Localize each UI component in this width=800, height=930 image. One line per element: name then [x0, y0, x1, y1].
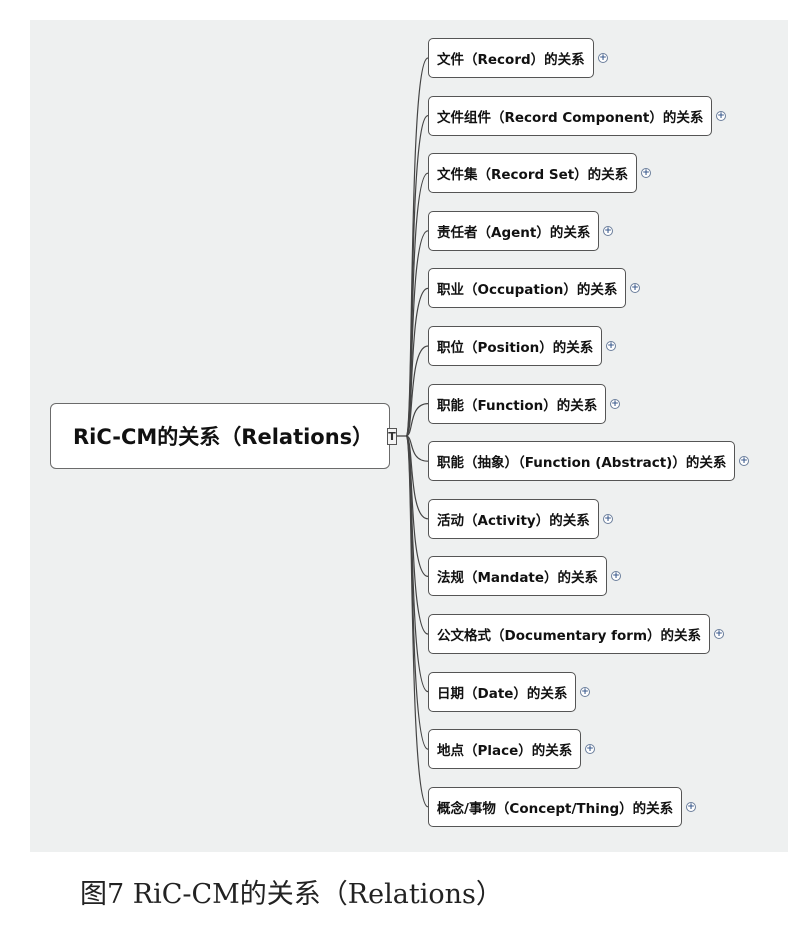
expand-icon[interactable]: +: [603, 513, 613, 524]
branch-node[interactable]: 责任者（Agent）的关系: [428, 210, 600, 251]
expand-icon[interactable]: +: [714, 629, 724, 639]
branch-label: 职位（Position）的关系: [437, 340, 594, 356]
root-node[interactable]: RiC-CM的关系（Relations） T: [50, 403, 397, 469]
expand-icon[interactable]: +: [739, 456, 749, 467]
expand-icon[interactable]: +: [580, 686, 590, 697]
expand-icon[interactable]: +: [598, 53, 608, 63]
branch-label: 法规（Mandate）的关系: [437, 570, 599, 587]
branch-node[interactable]: 文件组件（Record Component）的关系: [428, 95, 713, 136]
branch-label: 责任者（Agent）的关系: [437, 224, 591, 241]
topic-icon[interactable]: T: [387, 427, 397, 445]
branch-node[interactable]: 文件（Record）的关系: [428, 38, 594, 78]
branch-label: 职能（Function）的关系: [437, 397, 598, 414]
expand-icon[interactable]: +: [641, 168, 651, 179]
branch-node[interactable]: 日期（Date）的关系: [428, 671, 577, 712]
expand-icon[interactable]: +: [603, 225, 613, 236]
branch-label: 职业（Occupation）的关系: [437, 282, 618, 299]
branch-label: 公文格式（Documentary form）的关系: [437, 628, 702, 644]
branch-label: 文件集（Record Set）的关系: [437, 167, 629, 184]
branch-label: 活动（Activity）的关系: [437, 512, 590, 529]
branch-node[interactable]: 文件集（Record Set）的关系: [428, 153, 638, 194]
branch-node[interactable]: 概念/事物（Concept/Thing）的关系: [428, 786, 683, 827]
expand-icon[interactable]: +: [686, 801, 696, 812]
branch-node[interactable]: 职能（抽象）（Function (Abstract)）的关系: [428, 441, 736, 482]
branch-label: 地点（Place）的关系: [437, 743, 573, 760]
figure-caption: 图7 RiC-CM的关系（Relations）: [80, 879, 503, 910]
branch-node[interactable]: 职位（Position）的关系: [428, 326, 603, 366]
branch-connector: [405, 435, 429, 808]
branch-label: 日期（Date）的关系: [437, 685, 568, 702]
expand-icon[interactable]: +: [585, 744, 595, 755]
expand-icon[interactable]: +: [716, 110, 726, 121]
branch-label: 文件组件（Record Component）的关系: [437, 109, 704, 126]
root-label: RiC-CM的关系（Relations）: [73, 425, 374, 449]
branch-connector: [405, 172, 429, 437]
branch-node[interactable]: 活动（Activity）的关系: [428, 498, 599, 539]
branch-node[interactable]: 职业（Occupation）的关系: [428, 268, 627, 309]
branch-connector: [405, 115, 429, 437]
branch-label: 职能（抽象）（Function (Abstract)）的关系: [437, 455, 727, 472]
branch-connector: [405, 345, 429, 437]
branch-node[interactable]: 公文格式（Documentary form）的关系: [428, 614, 711, 654]
branch-node[interactable]: 职能（Function）的关系: [428, 383, 607, 424]
branch-node[interactable]: 法规（Mandate）的关系: [428, 556, 608, 597]
expand-icon[interactable]: +: [610, 398, 620, 409]
branch-connector: [405, 57, 429, 437]
branch-connector: [405, 403, 429, 437]
branch-label: 文件（Record）的关系: [437, 52, 585, 68]
branch-connector: [405, 230, 429, 437]
branch-label: 概念/事物（Concept/Thing）的关系: [437, 800, 674, 817]
expand-icon[interactable]: +: [611, 571, 621, 582]
branch-node[interactable]: 地点（Place）的关系: [428, 729, 582, 770]
expand-icon[interactable]: +: [630, 283, 640, 294]
expand-icon[interactable]: +: [606, 341, 616, 351]
